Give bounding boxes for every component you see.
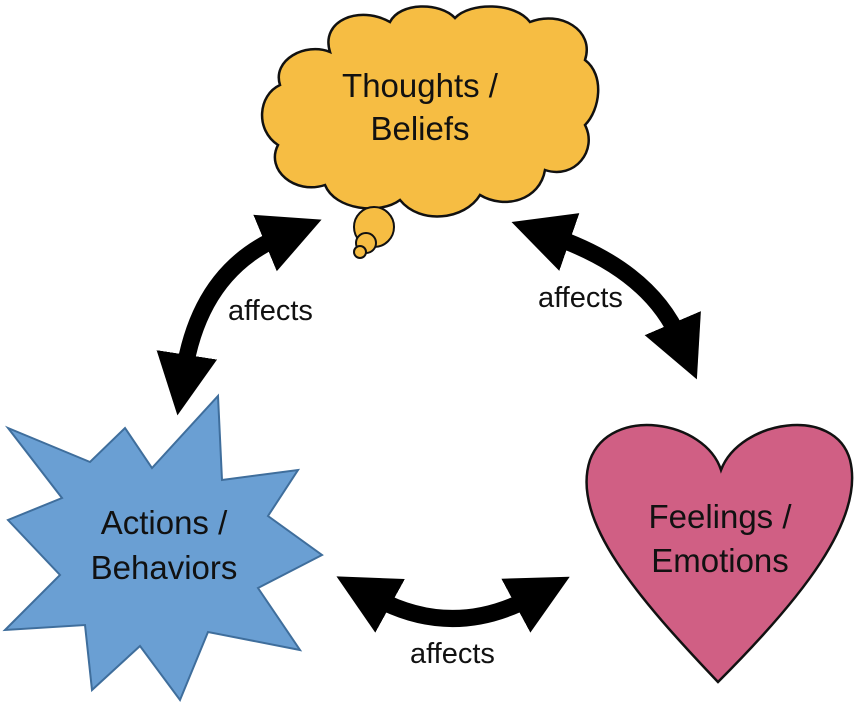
actions-label-line1: Actions / [101,504,228,541]
feelings-label-line2: Emotions [651,542,789,579]
starburst-icon [2,393,324,703]
heart-icon [585,423,854,684]
affects-label-bottom: affects [410,638,495,670]
arrow-thoughts-actions [156,214,322,416]
feelings-node: Feelings / Emotions [585,423,854,684]
thoughts-label-line2: Beliefs [370,110,469,147]
arrow-thoughts-feelings [511,213,701,380]
arrow-actions-feelings [336,576,570,633]
actions-node: Actions / Behaviors [2,393,324,703]
actions-label-line2: Behaviors [91,549,238,586]
affects-label-left: affects [228,295,313,327]
affects-label-right: affects [538,282,623,314]
thoughts-label-line1: Thoughts / [342,67,499,104]
thoughts-node: Thoughts / Beliefs [260,5,600,259]
feelings-label-line1: Feelings / [648,498,792,535]
thought-cloud-icon [260,5,600,218]
thought-bubble-small [353,245,367,259]
